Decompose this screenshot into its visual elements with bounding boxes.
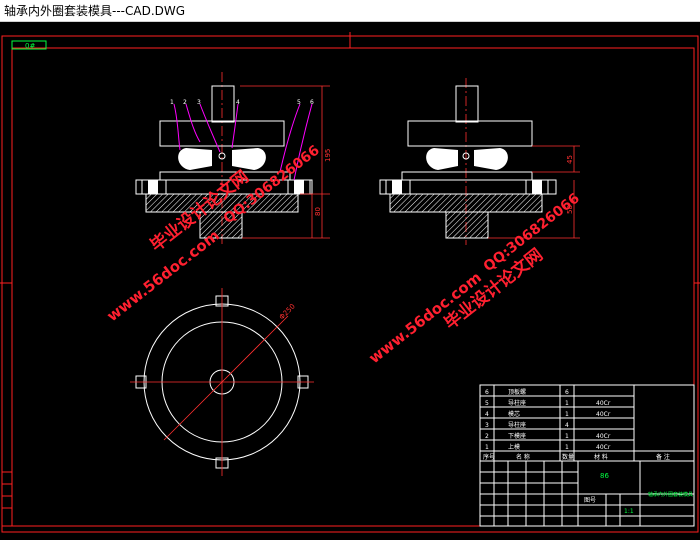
front-view-left: 195 80 1 2 3 4 5 6: [135, 72, 332, 245]
side-strip: [1, 471, 13, 527]
corner-tag-box: [11, 40, 47, 50]
svg-text:上模: 上模: [508, 443, 520, 451]
dim-right-bottom: 58: [566, 205, 574, 214]
svg-text:名 称: 名 称: [516, 453, 530, 461]
svg-text:模芯: 模芯: [508, 410, 520, 418]
title-block-scale: 1:1: [624, 508, 634, 515]
svg-text:数量: 数量: [562, 453, 574, 461]
svg-text:材 料: 材 料: [594, 453, 608, 461]
svg-text:6: 6: [565, 389, 569, 396]
part-number-6: 6: [310, 99, 314, 106]
title-block-drawing-name: 轴承内外圈套装模具: [648, 491, 693, 498]
bom-row-4: 4 模芯 1 40Cr: [485, 410, 611, 418]
svg-text:1: 1: [485, 444, 489, 451]
svg-text:下模座: 下模座: [508, 432, 526, 440]
svg-text:40Cr: 40Cr: [596, 444, 611, 451]
svg-text:导柱座: 导柱座: [508, 421, 526, 429]
dim-right-top: 45: [566, 155, 574, 164]
bom-row-1: 1 上模 1 40Cr: [485, 443, 611, 451]
svg-text:顶板螺: 顶板螺: [508, 388, 526, 396]
svg-text:1: 1: [565, 400, 569, 407]
title-block-sheet-label: 图号: [584, 497, 596, 504]
front-view-right: 45 58: [379, 78, 580, 245]
svg-text:6: 6: [485, 389, 489, 396]
part-number-3: 3: [197, 99, 201, 106]
plan-view: Φ250: [130, 288, 314, 476]
svg-text:4: 4: [485, 411, 489, 418]
dim-lower-height: 80: [314, 207, 322, 216]
watermark-left: 毕业设计论文网 QQ:306826066 www.56doc.com: [103, 142, 322, 325]
svg-text:5: 5: [485, 400, 489, 407]
dim-total-height: 195: [324, 149, 332, 162]
bom-row-5: 5 导柱座 1 40Cr: [485, 399, 611, 407]
part-number-1: 1: [170, 99, 174, 106]
window-title: 轴承内外圈套装模具---CAD.DWG: [4, 4, 186, 18]
cad-drawing: 0# 195 80 1 2 3 4: [0, 32, 700, 533]
svg-text:4: 4: [565, 422, 569, 429]
svg-text:40Cr: 40Cr: [596, 433, 611, 440]
svg-text:3: 3: [485, 422, 489, 429]
inner-frame: [11, 47, 695, 527]
drawing-canvas[interactable]: 0# 195 80 1 2 3 4: [0, 22, 700, 536]
corner-tag: 0#: [25, 42, 35, 50]
title-block-green-mark: 86: [600, 472, 609, 480]
bom-header: 序号 名 称 数量 材 料 备 注: [483, 453, 670, 461]
svg-text:序号: 序号: [483, 453, 495, 461]
svg-text:40Cr: 40Cr: [596, 411, 611, 418]
svg-text:1: 1: [565, 444, 569, 451]
dim-diameter: Φ250: [278, 302, 297, 321]
svg-text:导柱座: 导柱座: [508, 399, 526, 407]
part-number-5: 5: [297, 99, 301, 106]
part-number-2: 2: [183, 99, 187, 106]
bom-table: [479, 384, 695, 527]
title-block: 86 轴承内外圈套装模具 图号 1:1: [480, 461, 694, 526]
title-bar: 轴承内外圈套装模具---CAD.DWG: [0, 0, 700, 22]
svg-text:2: 2: [485, 433, 489, 440]
svg-text:备 注: 备 注: [656, 453, 670, 461]
bom-row-3: 3 导柱座 4: [485, 421, 569, 429]
bom-row-2: 2 下模座 1 40Cr: [485, 432, 611, 440]
bom-row-6: 6 顶板螺 6: [485, 388, 569, 396]
svg-text:1: 1: [565, 433, 569, 440]
svg-text:1: 1: [565, 411, 569, 418]
part-number-4: 4: [236, 99, 240, 106]
svg-text:40Cr: 40Cr: [596, 400, 611, 407]
